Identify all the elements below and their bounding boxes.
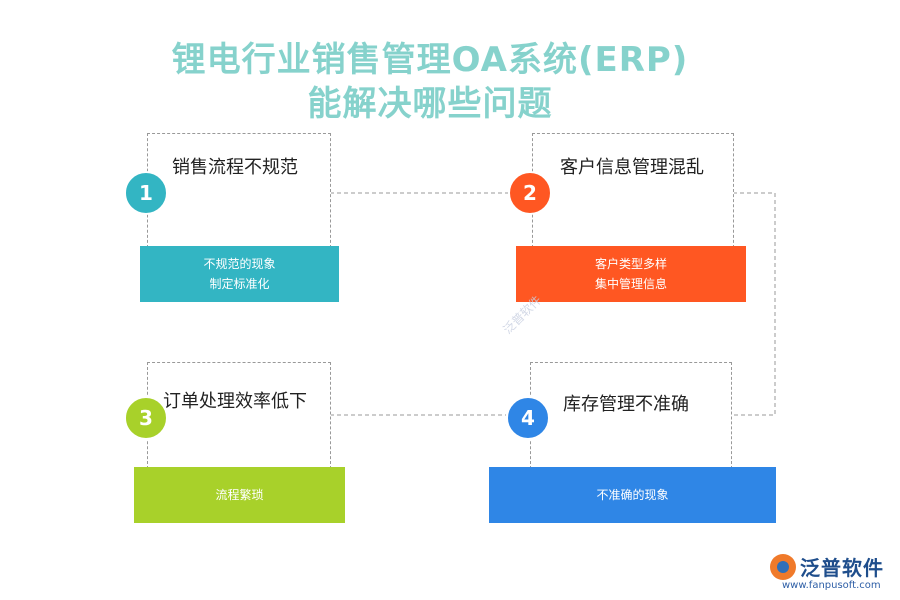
detail-1-line-1: 不规范的现象 [203, 257, 276, 271]
card-4-heading: 库存管理不准确 [563, 394, 689, 415]
logo-icon [770, 553, 796, 580]
detail-box-4: 不准确的现象 [489, 467, 776, 523]
connector-2-4 [730, 192, 776, 416]
page-title: 锂电行业销售管理OA系统(ERP) 能解决哪些问题 [0, 38, 860, 126]
card-2 [532, 133, 734, 248]
detail-box-3: 流程繁琐 [134, 467, 345, 523]
card-1-heading: 销售流程不规范 [172, 157, 298, 178]
number-badge-2: 2 [508, 171, 552, 215]
detail-3-line-1: 流程繁琐 [215, 488, 264, 502]
card-3-heading: 订单处理效率低下 [163, 391, 307, 412]
number-badge-3: 3 [124, 396, 168, 440]
number-badge-4: 4 [506, 396, 550, 440]
title-line-2: 能解决哪些问题 [307, 84, 553, 124]
detail-box-1: 不规范的现象 制定标准化 [140, 246, 339, 302]
logo-url: www.fanpusoft.com [782, 580, 881, 591]
brand-logo: 泛普软件 [770, 552, 884, 581]
title-line-1: 锂电行业销售管理OA系统(ERP) [171, 40, 689, 80]
detail-box-2: 客户类型多样 集中管理信息 [516, 246, 746, 302]
detail-4-line-1: 不准确的现象 [596, 488, 669, 502]
card-1 [147, 133, 331, 248]
detail-2-line-1: 客户类型多样 [594, 257, 667, 271]
logo-name: 泛普软件 [800, 556, 884, 580]
detail-1-line-2: 制定标准化 [209, 277, 270, 291]
detail-2-line-2: 集中管理信息 [594, 277, 667, 291]
card-4 [530, 362, 732, 469]
number-badge-1: 1 [124, 171, 168, 215]
card-3 [147, 362, 331, 469]
card-2-heading: 客户信息管理混乱 [560, 157, 704, 178]
